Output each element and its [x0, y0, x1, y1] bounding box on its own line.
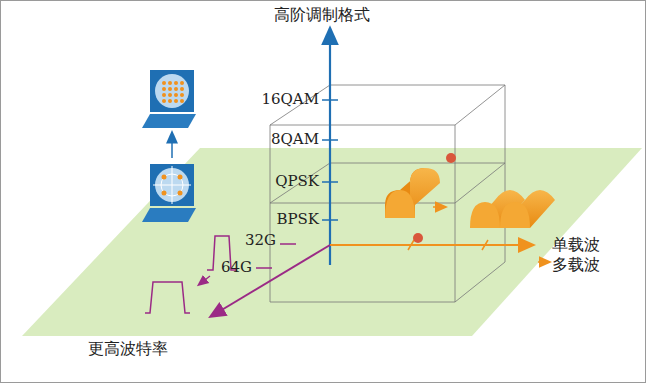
green-plane — [22, 148, 642, 336]
axis-title: 高阶调制格式 — [274, 6, 370, 24]
modulation-axis — [329, 34, 331, 265]
multi-carrier-shape — [470, 190, 555, 228]
axis-title: 更高波特率 — [88, 340, 168, 358]
tick-label: 8QAM — [271, 131, 319, 148]
point-marker — [446, 153, 456, 163]
axis-title: 多载波 — [552, 256, 600, 274]
carrier-shape — [385, 168, 440, 218]
carrier-axis — [330, 244, 528, 246]
point-marker — [413, 233, 423, 243]
axis-title: 单载波 — [552, 236, 600, 254]
wireframe-box — [270, 85, 505, 302]
tick-label: 32G — [245, 232, 276, 249]
tick-label: 64G — [221, 259, 252, 276]
baud-axis — [215, 245, 330, 314]
constellation-icon — [142, 70, 196, 222]
tick-label: BPSK — [276, 211, 319, 228]
tick-label: QPSK — [275, 173, 319, 190]
tick-label: 16QAM — [261, 91, 319, 108]
